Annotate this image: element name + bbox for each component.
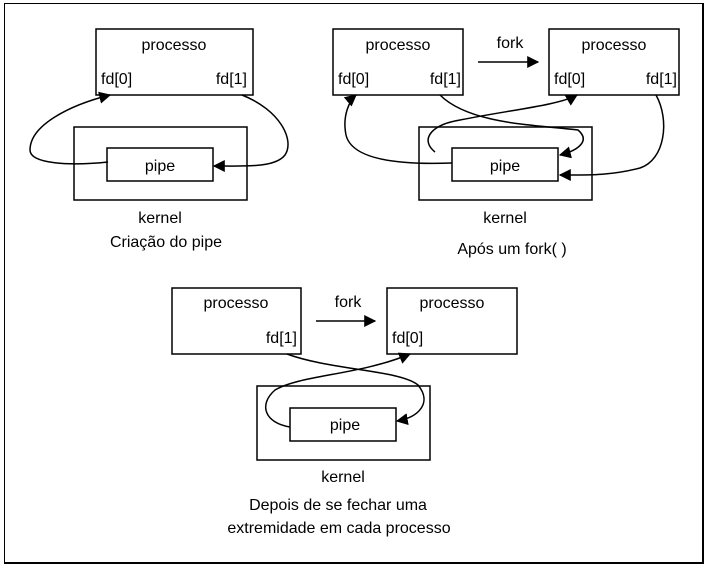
- caption-creation: Criação do pipe: [110, 234, 222, 251]
- child-fd0-label: fd[0]: [554, 71, 585, 88]
- caption-after-close-line1: Depois de se fechar uma: [249, 497, 427, 514]
- panel-after-fork: processo fd[0] fd[1] fork processo fd[0]…: [332, 28, 680, 258]
- kernel-label: kernel: [321, 469, 365, 486]
- pipe-to-parent-fd0-arrow: [343, 94, 453, 165]
- parent-fd1-label: fd[1]: [266, 330, 297, 347]
- kernel-label: kernel: [483, 210, 527, 227]
- fd1-label: fd[1]: [216, 71, 247, 88]
- parent-process-label: processo: [366, 37, 431, 54]
- caption-after-fork: Após um fork( ): [457, 241, 566, 258]
- pipe-label: pipe: [330, 417, 360, 434]
- figure-frame: [4, 3, 704, 564]
- caption-after-close-line2: extremidade em cada processo: [227, 520, 450, 537]
- child-process-box: [548, 28, 680, 96]
- parent-fd0-label: fd[0]: [338, 71, 369, 88]
- child-fd0-label: fd[0]: [392, 330, 423, 347]
- parent-fd1-label: fd[1]: [430, 71, 461, 88]
- child-process-label: processo: [420, 295, 485, 312]
- pipe-to-child-fd0-arrow: [265, 352, 412, 428]
- pipe-to-child-fd0-arrow: [427, 94, 579, 153]
- kernel-label: kernel: [138, 210, 182, 227]
- parent-fd1-to-pipe-arrow: [286, 353, 425, 426]
- child-fd1-to-pipe-arrow: [558, 94, 665, 182]
- fork-label: fork: [497, 35, 525, 52]
- fd1-to-pipe-arrow: [212, 94, 289, 173]
- pipe-label: pipe: [490, 158, 520, 175]
- parent-process-box: [332, 28, 464, 96]
- pipe-label: pipe: [145, 158, 175, 175]
- child-process-box: [386, 287, 518, 355]
- parent-process-label: processo: [204, 295, 269, 312]
- parent-process-box: [171, 287, 302, 355]
- process-label: processo: [142, 37, 207, 54]
- process-box: [95, 28, 254, 96]
- panel-pipe-creation: processo fd[0] fd[1] pipe kernel Criação…: [29, 28, 289, 251]
- fd0-label: fd[0]: [101, 71, 132, 88]
- pipe-box: [451, 147, 559, 182]
- fork-label: fork: [335, 294, 363, 311]
- pipe-to-fd0-arrow: [29, 91, 112, 165]
- parent-fd1-to-pipe-arrow: [439, 94, 584, 159]
- child-fd1-label: fd[1]: [646, 71, 677, 88]
- panel-after-close: processo fd[1] fork processo fd[0] pipe …: [171, 287, 518, 537]
- child-process-label: processo: [582, 37, 647, 54]
